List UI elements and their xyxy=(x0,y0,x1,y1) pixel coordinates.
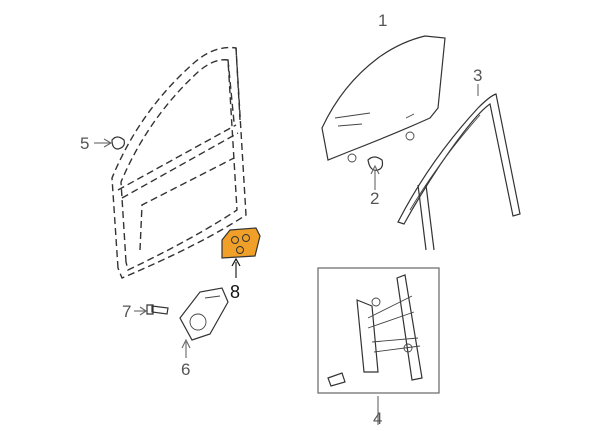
highlighted-bracket xyxy=(221,227,261,278)
regulator-motor xyxy=(179,287,229,358)
callout-5: 5 xyxy=(80,134,89,153)
regulator-box xyxy=(317,267,440,425)
callout-3: 3 xyxy=(473,66,482,85)
callout-2: 2 xyxy=(370,189,379,208)
glass-clip xyxy=(367,156,384,190)
door-shell xyxy=(111,46,247,279)
callout-4: 4 xyxy=(373,409,382,428)
plug-part xyxy=(94,136,125,150)
run-channel xyxy=(397,84,521,251)
callout-8: 8 xyxy=(230,282,240,302)
callout-1: 1 xyxy=(378,11,387,30)
callout-6: 6 xyxy=(181,360,190,379)
callout-7: 7 xyxy=(122,302,131,321)
door-glass xyxy=(321,35,446,163)
motor-bolt xyxy=(134,304,169,316)
